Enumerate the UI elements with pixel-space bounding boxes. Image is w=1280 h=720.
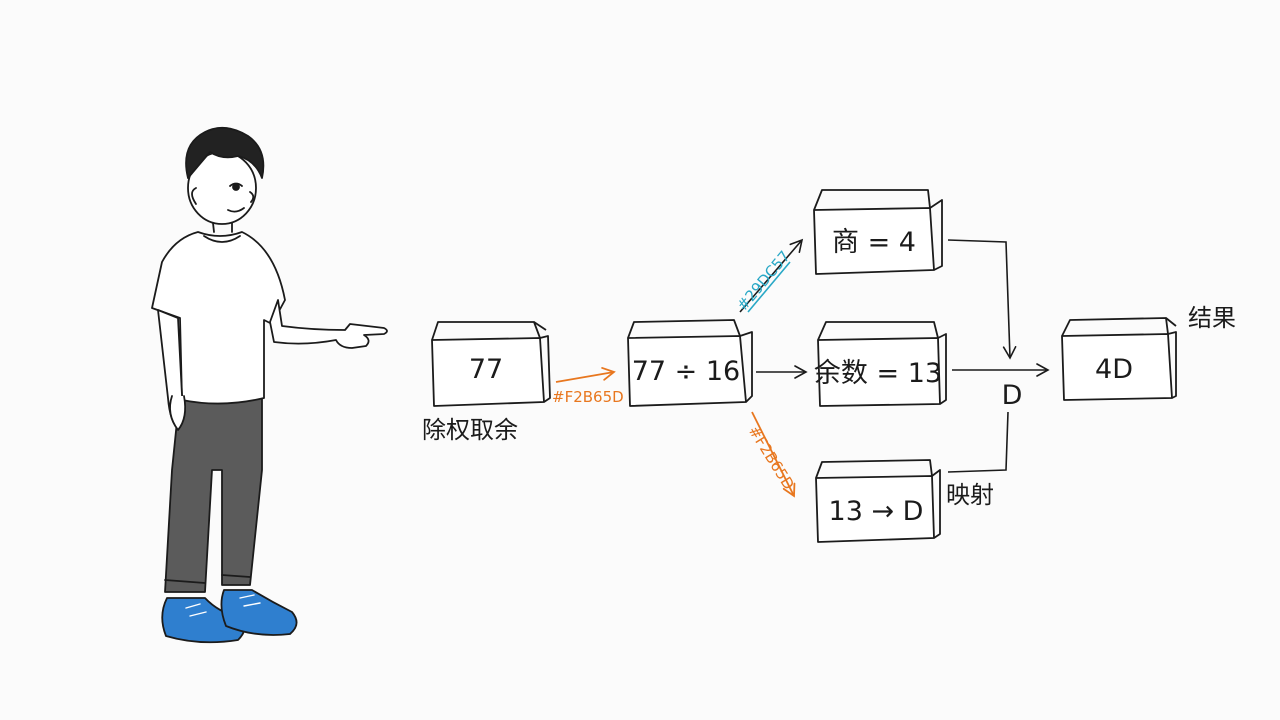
arrow-divide-to-quotient <box>739 238 804 313</box>
mapping-box <box>815 459 941 543</box>
result-box <box>1061 317 1177 401</box>
input-box <box>431 321 551 407</box>
remainder-box <box>817 321 947 407</box>
result-value: 4D <box>1095 354 1133 385</box>
line-mapping-to-merge <box>947 411 1009 473</box>
person-pointing-icon <box>151 126 388 644</box>
arrow-hex-orange: #F2B65D <box>552 388 624 406</box>
input-caption: 除权取余 <box>422 416 518 444</box>
shirt <box>151 231 286 405</box>
divide-box <box>627 319 753 407</box>
arrow-quotient-to-merge <box>947 239 1017 360</box>
divide-value: 77 ÷ 16 <box>632 356 741 387</box>
result-caption: 结果 <box>1188 304 1236 332</box>
quotient-value: 商 = 4 <box>832 227 916 258</box>
arrow-hex-orange-2: #F2B65D <box>745 423 798 493</box>
hair <box>185 126 265 179</box>
arrow-divide-to-mapping <box>751 411 796 498</box>
quotient-box <box>813 189 943 275</box>
mapping-caption: 映射 <box>946 481 994 509</box>
input-value: 77 <box>469 354 503 385</box>
arrow-input-to-divide <box>555 367 616 383</box>
remainder-value: 余数 = 13 <box>814 358 942 389</box>
mapping-value: 13 → D <box>829 496 924 527</box>
merge-letter: D <box>1002 380 1023 411</box>
right-shoe <box>220 589 298 636</box>
pants <box>164 391 263 593</box>
arrow-hex-teal: #29DC57 <box>733 247 794 314</box>
